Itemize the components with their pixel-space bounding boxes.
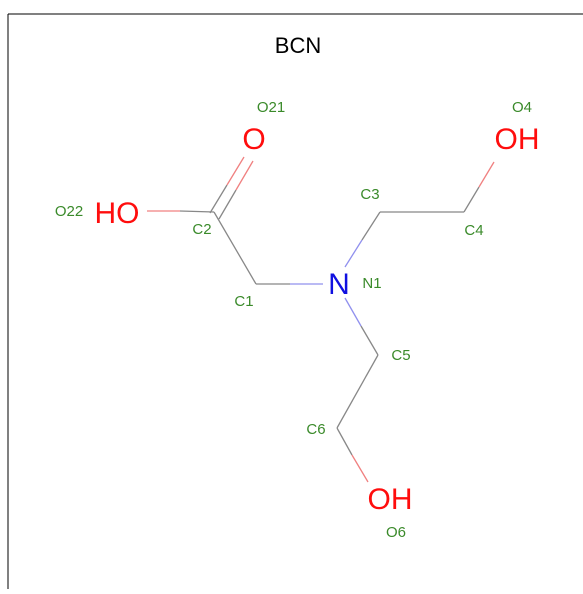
- atom-label-c1: C1: [234, 293, 253, 310]
- atom-label-c5: C5: [391, 347, 410, 364]
- atom-n1-symbol: N: [328, 268, 350, 301]
- bond-c2-o21-a-carbon: [209, 184, 228, 214]
- atom-label-o6: O6: [386, 524, 406, 541]
- bond-n1-c3-carbon: [361, 211, 381, 241]
- atom-label-o4: O4: [512, 99, 532, 116]
- bond-n1-c5-carbon: [360, 325, 379, 356]
- bond-c4-o4-oxygen: [478, 161, 495, 188]
- molecule-title: BCN: [275, 33, 321, 58]
- bond-o22-c2-carbon: [179, 210, 215, 213]
- atom-label-c6: C6: [306, 421, 325, 438]
- atom-label-n1: N1: [362, 275, 381, 292]
- bond-c6-o6-carbon: [336, 427, 353, 456]
- atom-o21-symbol: O: [242, 123, 265, 156]
- bond-c2-o21-b-oxygen: [235, 160, 254, 191]
- atom-label-o21: O21: [257, 99, 285, 116]
- atom-o22-symbol: HO: [95, 197, 140, 230]
- bond-n1-c5-nitrogen: [344, 297, 362, 327]
- atom-label-o22: O22: [55, 203, 83, 220]
- bond-c6-o6-oxygen: [351, 454, 369, 483]
- bond-c2-o21-b-carbon: [218, 189, 237, 220]
- bond-c2-c1: [213, 211, 257, 285]
- atom-label-c3: C3: [360, 186, 379, 203]
- bond-c5-c6: [336, 354, 379, 429]
- bond-n1-c3-nitrogen: [344, 239, 363, 268]
- bond-c4-o4-carbon: [463, 186, 480, 213]
- atom-label-c4: C4: [464, 222, 483, 239]
- atom-o4-symbol: OH: [495, 123, 540, 156]
- atom-label-c2: C2: [192, 221, 211, 238]
- bond-c2-o21-a-oxygen: [226, 156, 245, 186]
- atom-o6-symbol: OH: [368, 483, 413, 516]
